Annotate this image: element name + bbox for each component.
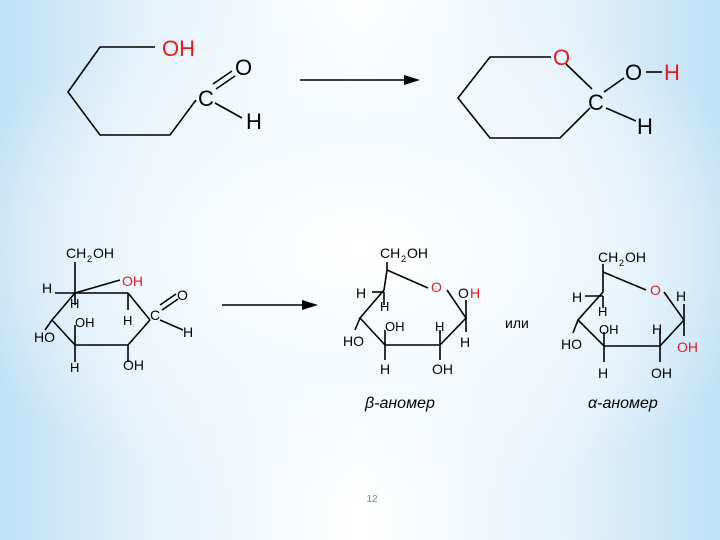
alpha-caption: α-аномер xyxy=(588,395,658,412)
alpha-h-left: H xyxy=(572,289,582,305)
open-o: O xyxy=(177,287,188,303)
beta-h-right: H xyxy=(460,334,470,350)
beta-ch2oh-2: 2 xyxy=(401,254,406,264)
alpha-ch2oh-ch: CH xyxy=(598,249,618,265)
open-ch2oh-ch: CH xyxy=(66,245,86,261)
alpha-h-right: H xyxy=(676,288,686,304)
open-h-ald: H xyxy=(183,324,193,340)
beta-h-mid: H xyxy=(435,319,444,334)
glucose-open-chain: CH 2 OH OH H H HO OH H C O H H OH xyxy=(34,245,193,375)
top-h-label: H xyxy=(246,109,262,134)
alpha-anomer: CH 2 OH O H H H HO OH H OH H OH α-аномер xyxy=(561,249,698,412)
or-label: или xyxy=(505,315,529,331)
alpha-h-inner: H xyxy=(598,304,607,319)
open-oh-mid: OH xyxy=(75,315,95,330)
open-oh-bottom: OH xyxy=(123,357,144,373)
open-ch2oh-oh: OH xyxy=(93,245,114,261)
alpha-ch2oh-2: 2 xyxy=(619,258,624,268)
page-number: 12 xyxy=(366,494,378,505)
top-c-label: C xyxy=(198,86,214,111)
beta-h-left: H xyxy=(356,285,366,301)
alpha-oh-bottom: OH xyxy=(651,365,672,381)
open-ch2oh-2: 2 xyxy=(87,254,92,264)
top-oh-label: OH xyxy=(162,36,195,61)
open-h-top-inner: H xyxy=(70,296,79,311)
top-ring-o-label: O xyxy=(553,45,570,70)
alpha-ring-o: O xyxy=(650,282,661,298)
open-h-bottom: H xyxy=(70,360,79,375)
beta-h-inner: H xyxy=(380,299,389,314)
beta-oh-o: O xyxy=(458,285,469,301)
top-open-chain: OH C O H xyxy=(67,36,262,136)
alpha-h-bottom: H xyxy=(598,365,608,381)
open-h-mid: H xyxy=(123,313,132,328)
bottom-reaction-arrow xyxy=(222,300,318,310)
beta-caption: β-аномер xyxy=(364,395,435,412)
beta-oh-bottom: OH xyxy=(432,361,453,377)
top-right-h-label: H xyxy=(637,114,653,139)
beta-anomer: CH 2 OH O O H H H HO OH H H H OH β-аноме… xyxy=(343,245,480,412)
top-right-oh-h-label: H xyxy=(664,60,680,85)
top-o-label: O xyxy=(235,55,252,80)
alpha-ho: HO xyxy=(561,336,582,352)
top-right-o-label: O xyxy=(625,60,642,85)
open-oh-red: OH xyxy=(122,273,143,289)
open-h-top-left: H xyxy=(42,280,52,296)
beta-ho: HO xyxy=(343,333,364,349)
alpha-ch2oh-oh: OH xyxy=(625,249,646,265)
beta-oh-h: H xyxy=(470,285,480,301)
top-reaction-arrow xyxy=(300,75,420,85)
beta-h-bottom: H xyxy=(380,361,390,377)
top-cyclic-hemiacetal: O C O H H xyxy=(456,45,680,139)
top-right-c-label: C xyxy=(588,90,604,115)
open-c: C xyxy=(150,307,160,323)
open-ho-left: HO xyxy=(34,329,55,345)
beta-ch2oh-oh: OH xyxy=(407,245,428,261)
beta-oh-mid: OH xyxy=(385,319,405,334)
alpha-oh-red: OH xyxy=(677,339,698,355)
beta-ch2oh-ch: CH xyxy=(380,245,400,261)
alpha-h-mid: H xyxy=(652,321,662,337)
alpha-oh-mid: OH xyxy=(599,322,619,337)
beta-ring-o: O xyxy=(431,279,442,295)
